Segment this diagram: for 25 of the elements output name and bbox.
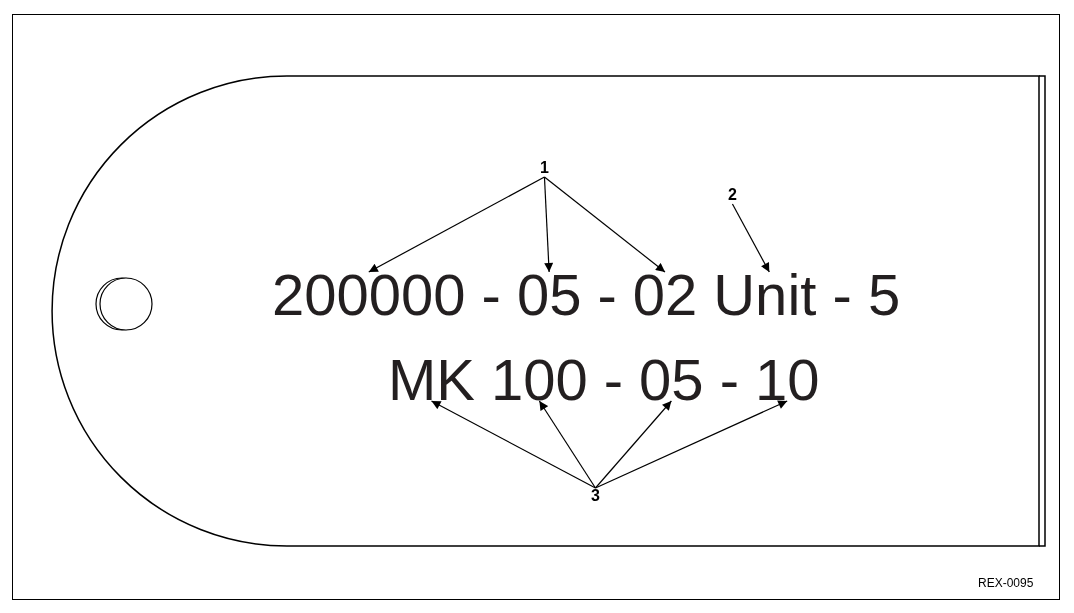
- leader-arrow: [543, 176, 554, 273]
- separator-dash: -: [603, 351, 624, 409]
- leader-arrow: [594, 400, 788, 489]
- marking-text: 10: [754, 351, 820, 409]
- separator-dash: -: [481, 266, 501, 324]
- leader-arrow: [594, 400, 672, 489]
- marking-text: 05: [639, 351, 704, 409]
- leader-arrow: [430, 400, 597, 489]
- leader-arrow: [731, 203, 770, 273]
- drawing-number: REX-0095: [978, 576, 1034, 590]
- marking-text: Unit - 5: [713, 266, 901, 324]
- tag-outline: [52, 76, 1045, 546]
- callout-number: 1: [540, 160, 549, 176]
- callout-number: 2: [728, 187, 737, 203]
- marking-text: 02: [632, 266, 698, 324]
- marking-text: 05: [516, 266, 582, 324]
- marking-text: 200000: [272, 266, 466, 324]
- leader-arrow: [538, 400, 597, 489]
- leader-arrow: [543, 176, 666, 273]
- callout-number: 3: [591, 488, 600, 504]
- marking-text: MK: [388, 351, 475, 409]
- separator-dash: -: [719, 351, 739, 409]
- leader-arrow: [368, 176, 546, 273]
- marking-text: 100: [491, 351, 588, 409]
- separator-dash: -: [597, 266, 617, 324]
